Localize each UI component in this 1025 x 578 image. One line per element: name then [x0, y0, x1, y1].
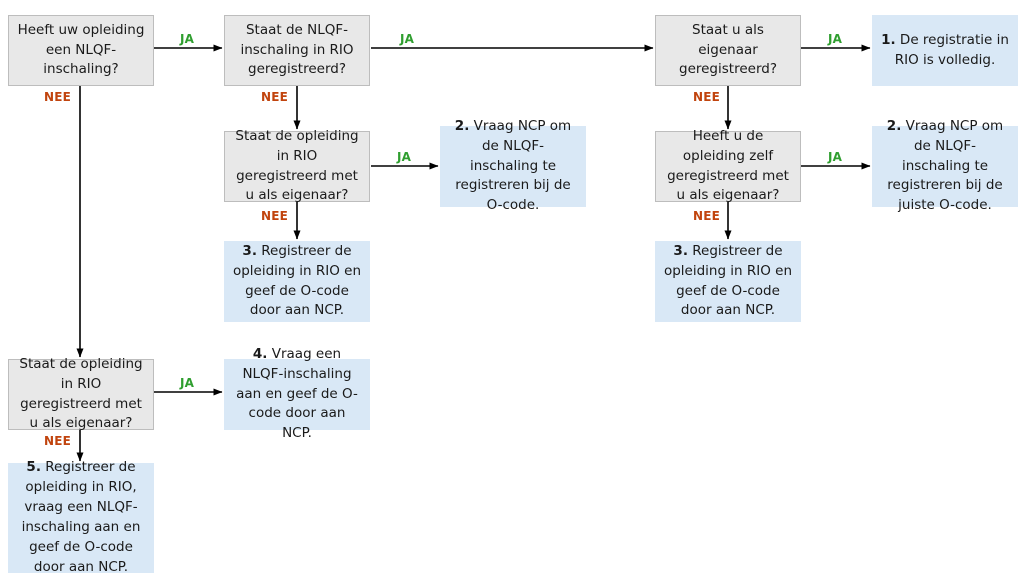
node-a3a-text: Registreer de opleiding in RIO en geef d… [232, 242, 362, 319]
node-a1-number: 1. [881, 31, 896, 48]
node-a2a[interactable]: 2. Vraag NCP om de NLQF-inschaling te re… [440, 118, 586, 213]
edge-label-q6-a4: JA [180, 376, 195, 390]
edge-label-q3-q5: NEE [693, 90, 721, 104]
node-a5-number: 5. [26, 459, 41, 476]
node-a3a[interactable]: 3. Registreer de opleiding in RIO en gee… [224, 241, 370, 322]
node-a3b-text: Registreer de opleiding in RIO en geef d… [663, 242, 793, 319]
edge-label-q4-a2a: JA [397, 150, 412, 164]
edge-label-q2-q4: NEE [261, 90, 289, 104]
node-q3-text: Staat u als eigenaar geregistreerd? [679, 21, 777, 78]
node-a2a-number: 2. [454, 117, 470, 134]
node-a3a-body: 3. Registreer de opleiding in RIO en gee… [232, 242, 362, 321]
node-q2[interactable]: Staat de NLQF-inschaling in RIO geregist… [224, 15, 370, 86]
node-a4-text: Vraag een NLQF-inschaling aan en geef de… [236, 345, 358, 442]
node-a2a-text: Vraag NCP om de NLQF-inschaling te regis… [455, 117, 572, 214]
edge-label-q1-q6: NEE [44, 90, 72, 104]
node-a1-body: 1. De registratie in RIO is volledig. [880, 31, 1010, 71]
node-a4-number: 4. [252, 345, 268, 362]
node-q4[interactable]: Staat de opleiding in RIO geregistreerd … [224, 128, 370, 203]
node-a5-body: 5. Registreer de opleiding in RIO, vraag… [16, 458, 146, 577]
node-a2b-number: 2. [886, 117, 902, 134]
node-a3b-number: 3. [673, 242, 688, 259]
node-a3b[interactable]: 3. Registreer de opleiding in RIO en gee… [655, 241, 801, 322]
node-a3b-body: 3. Registreer de opleiding in RIO en gee… [663, 242, 793, 321]
edge-label-q1-q2: JA [180, 32, 195, 46]
node-q5[interactable]: Heeft u de opleiding zelf geregistreerd … [655, 128, 801, 203]
node-q4-text: Staat de opleiding in RIO geregistreerd … [235, 127, 359, 204]
node-a5[interactable]: 5. Registreer de opleiding in RIO, vraag… [8, 459, 154, 575]
edge-label-q4-a3a: NEE [261, 209, 289, 223]
edge-label-q6-a5: NEE [44, 434, 72, 448]
node-a4[interactable]: 4. Vraag een NLQF-inschaling aan en geef… [224, 346, 370, 441]
node-a1[interactable]: 1. De registratie in RIO is volledig. [872, 15, 1018, 86]
node-q2-text: Staat de NLQF-inschaling in RIO geregist… [240, 21, 354, 78]
node-a2b[interactable]: 2. Vraag NCP om de NLQF-inschaling te re… [872, 118, 1018, 213]
node-a3a-number: 3. [242, 242, 257, 259]
node-q5-text: Heeft u de opleiding zelf geregistreerd … [667, 127, 789, 204]
edge-label-q3-a1: JA [828, 32, 843, 46]
node-q6-text: Staat de opleiding in RIO geregistreerd … [19, 355, 143, 432]
node-a4-body: 4. Vraag een NLQF-inschaling aan en geef… [232, 345, 362, 444]
node-a2b-body: 2. Vraag NCP om de NLQF-inschaling te re… [880, 117, 1010, 216]
edge-label-q5-a2b: JA [828, 150, 843, 164]
edge-label-q5-a3b: NEE [693, 209, 721, 223]
edge-label-q2-q3: JA [400, 32, 415, 46]
node-a2a-body: 2. Vraag NCP om de NLQF-inschaling te re… [448, 117, 578, 216]
node-q3[interactable]: Staat u als eigenaar geregistreerd? [655, 15, 801, 86]
node-a1-text: De registratie in RIO is volledig. [894, 31, 1009, 68]
node-q6[interactable]: Staat de opleiding in RIO geregistreerd … [8, 356, 154, 431]
node-a2b-text: Vraag NCP om de NLQF-inschaling te regis… [887, 117, 1004, 214]
node-q1[interactable]: Heeft uw opleiding een NLQF-inschaling? [8, 15, 154, 86]
node-a5-text: Registreer de opleiding in RIO, vraag ee… [21, 459, 141, 575]
node-q1-text: Heeft uw opleiding een NLQF-inschaling? [17, 21, 145, 78]
